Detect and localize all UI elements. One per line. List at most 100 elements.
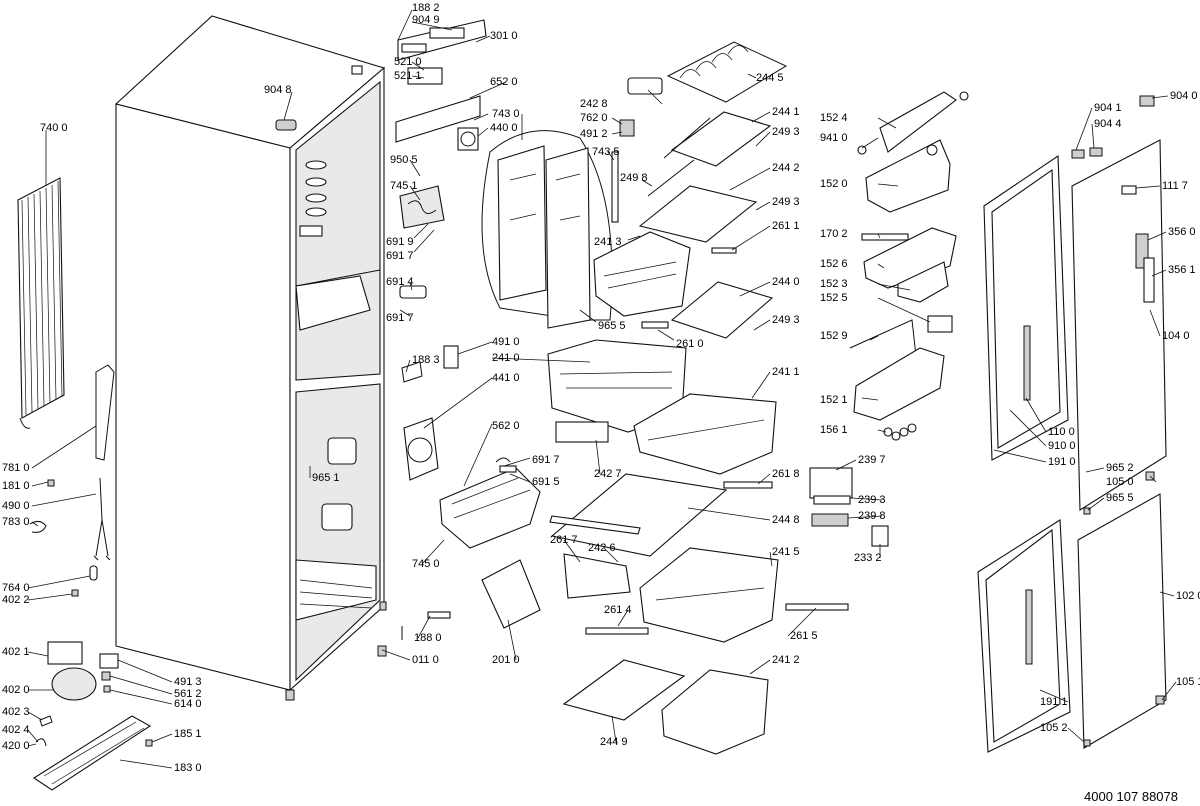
ice-cube-tray <box>811 513 849 527</box>
door-handle <box>1025 589 1033 665</box>
ice-tray <box>809 467 853 499</box>
callout-244-0: 244 0 <box>772 276 800 288</box>
upper-hinge <box>429 27 465 39</box>
callout-691-9: 691 9 <box>386 236 414 248</box>
condenser-coil <box>17 177 65 429</box>
hinge-cap <box>1071 149 1085 159</box>
callout-402-0: 402 0 <box>2 684 30 696</box>
door-bin <box>863 227 957 289</box>
callout-440-0: 440 0 <box>490 122 518 134</box>
callout-188-0: 188 0 <box>414 632 442 644</box>
callout-904-1: 904 1 <box>1094 102 1122 114</box>
screw <box>1083 739 1091 747</box>
callout-152-0: 152 0 <box>820 178 848 190</box>
callout-491-0: 491 0 <box>492 336 520 348</box>
callout-239-3: 239 3 <box>858 494 886 506</box>
callout-652-0: 652 0 <box>490 76 518 88</box>
relay-box <box>47 641 83 665</box>
callout-244-9: 244 9 <box>600 736 628 748</box>
callout-965-5-a: 965 5 <box>598 320 626 332</box>
glass-shelf <box>550 473 728 557</box>
screw <box>1155 695 1165 705</box>
callout-521-0: 521 0 <box>394 56 422 68</box>
glass-shelf <box>638 185 758 243</box>
fan-motor-cover <box>403 417 439 481</box>
callout-152-4: 152 4 <box>820 112 848 124</box>
callout-185-1: 185 1 <box>174 728 202 740</box>
callout-104-0: 104 0 <box>1162 330 1190 342</box>
callout-521-1: 521 1 <box>394 70 422 82</box>
callout-904-0: 904 0 <box>1170 90 1198 102</box>
compressor <box>51 667 97 701</box>
callout-261-1: 261 1 <box>772 220 800 232</box>
evaporator-outline <box>481 130 613 321</box>
ice-box <box>555 421 609 443</box>
crisper-drawer <box>661 669 769 755</box>
ice-tray-lid <box>813 495 851 505</box>
screw <box>47 479 55 487</box>
glass-rail <box>711 247 737 254</box>
callout-261-4: 261 4 <box>604 604 632 616</box>
lower-door <box>1077 493 1167 749</box>
callout-402-2: 402 2 <box>2 594 30 606</box>
glass-shelf <box>670 281 774 339</box>
cable-harness <box>93 477 111 561</box>
callout-965-5-b: 965 5 <box>1106 492 1134 504</box>
callout-420-0: 420 0 <box>2 740 30 752</box>
connector <box>499 465 517 473</box>
crisper-drawer <box>639 547 779 643</box>
callout-156-1: 156 1 <box>820 424 848 436</box>
callout-181-0: 181 0 <box>2 480 30 492</box>
air-duct-left <box>497 145 547 301</box>
callout-965-2: 965 2 <box>1106 462 1134 474</box>
screw <box>145 739 153 747</box>
hinge-cap <box>1089 147 1103 157</box>
divider-rail <box>585 627 649 635</box>
callout-691-5: 691 5 <box>532 476 560 488</box>
callout-745-0: 745 0 <box>412 558 440 570</box>
callout-239-8: 239 8 <box>858 510 886 522</box>
callout-490-0: 490 0 <box>2 500 30 512</box>
mounting-bracket <box>481 559 541 629</box>
hinge-pin <box>401 43 427 53</box>
callout-691-4: 691 4 <box>386 276 414 288</box>
sensor <box>399 285 427 299</box>
front-panel <box>395 95 481 143</box>
callout-188-3: 188 3 <box>412 354 440 366</box>
callout-402-4: 402 4 <box>2 724 30 736</box>
callout-745-1: 745 1 <box>390 180 418 192</box>
callout-242-6: 242 6 <box>588 542 616 554</box>
callout-261-8: 261 8 <box>772 468 800 480</box>
callout-783-0: 783 0 <box>2 516 30 528</box>
compressor-base-plate <box>32 715 152 791</box>
callout-011-0: 011 0 <box>412 654 439 666</box>
callout-781-0: 781 0 <box>2 462 30 474</box>
callout-110-0: 110 0 <box>1048 426 1075 438</box>
hose <box>29 520 47 533</box>
air-duct-right <box>545 147 591 329</box>
callout-261-7: 261 7 <box>550 534 578 546</box>
callout-233-2: 233 2 <box>854 552 882 564</box>
callout-183-0: 183 0 <box>174 762 202 774</box>
callout-904-9: 904 9 <box>412 14 440 26</box>
callout-762-0: 762 0 <box>580 112 608 124</box>
callout-691-7-a: 691 7 <box>386 250 414 262</box>
callout-191-1: 191 1 <box>1040 696 1068 708</box>
callout-239-7: 239 7 <box>858 454 886 466</box>
callout-188-2: 188 2 <box>412 2 440 14</box>
callout-249-8: 249 8 <box>620 172 648 184</box>
callout-402-1: 402 1 <box>2 646 30 658</box>
callout-241-5: 241 5 <box>772 546 800 558</box>
rail <box>723 481 773 489</box>
callout-241-3: 241 3 <box>594 236 622 248</box>
callout-740-0: 740 0 <box>40 122 68 134</box>
callout-764-0: 764 0 <box>2 582 30 594</box>
hinge-cover <box>275 119 297 131</box>
callout-170-2: 170 2 <box>820 228 848 240</box>
callout-441-0: 441 0 <box>492 372 520 384</box>
thermostat <box>443 345 459 369</box>
rail <box>549 515 641 535</box>
clip <box>1139 95 1155 107</box>
callout-241-0: 241 0 <box>492 352 520 364</box>
label-plate <box>927 315 953 333</box>
